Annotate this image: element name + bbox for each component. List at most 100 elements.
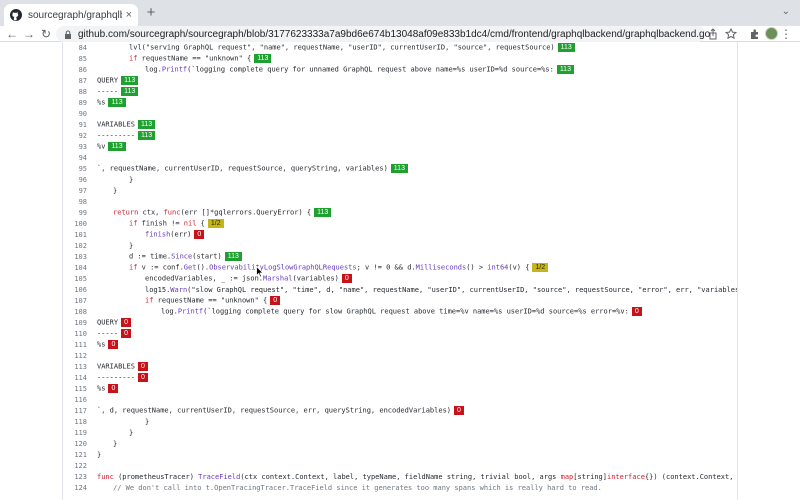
line-number[interactable]: 84: [78, 43, 87, 52]
line-number[interactable]: 122: [74, 461, 87, 470]
line-number[interactable]: 92: [78, 131, 87, 140]
line-number[interactable]: 86: [78, 65, 87, 74]
browser-tab[interactable]: sourcegraph/graphqlbackend/ ×: [4, 4, 138, 26]
line-number[interactable]: 99: [78, 208, 87, 217]
line-number[interactable]: 119: [74, 428, 87, 437]
coverage-badge: 0: [194, 230, 205, 239]
line-number[interactable]: 98: [78, 197, 87, 206]
line-number[interactable]: 123: [74, 472, 87, 481]
code-line: 116: [63, 394, 737, 405]
code-text: ---------0: [87, 373, 148, 382]
profile-avatar[interactable]: [765, 27, 778, 40]
line-number[interactable]: 88: [78, 87, 87, 96]
line-number[interactable]: 96: [78, 175, 87, 184]
coverage-badge: 0: [108, 384, 119, 393]
code-token: log.: [161, 307, 178, 316]
coverage-badge: 113: [557, 43, 575, 52]
back-button[interactable]: ←: [6, 27, 18, 41]
line-number[interactable]: 93: [78, 142, 87, 151]
line-number[interactable]: 109: [74, 318, 87, 327]
line-number[interactable]: 110: [74, 329, 87, 338]
line-number[interactable]: 102: [74, 241, 87, 250]
code-token: }: [129, 428, 134, 437]
code-token: Marshal: [263, 274, 293, 283]
line-number[interactable]: 115: [74, 384, 87, 393]
code-line: 119}: [63, 427, 737, 438]
coverage-badge: 1/2: [532, 263, 549, 272]
line-number[interactable]: 111: [74, 340, 87, 349]
line-number[interactable]: 89: [78, 98, 87, 107]
line-number[interactable]: 104: [74, 263, 87, 272]
line-number[interactable]: 113: [74, 362, 87, 371]
code-token: finish !=: [137, 219, 184, 228]
code-token: %s: [97, 384, 106, 393]
line-number[interactable]: 100: [74, 219, 87, 228]
line-number[interactable]: 118: [74, 417, 87, 426]
line-number[interactable]: 87: [78, 76, 87, 85]
coverage-badge: 0: [341, 274, 352, 283]
code-line: 88-----113: [63, 86, 737, 97]
line-number[interactable]: 120: [74, 439, 87, 448]
line-number[interactable]: 94: [78, 153, 87, 162]
code-token: (err []*gqlerrors.QueryError) {: [180, 208, 312, 217]
line-number[interactable]: 85: [78, 54, 87, 63]
browser-menu-button[interactable]: ⋮: [780, 27, 792, 41]
reload-button[interactable]: ↻: [40, 27, 52, 41]
line-number[interactable]: 91: [78, 120, 87, 129]
code-token: }: [129, 241, 134, 250]
browser-toolbar: ← → ↻ github.com/sourcegraph/sourcegraph…: [0, 26, 800, 42]
extensions-icon[interactable]: [748, 27, 762, 41]
share-icon[interactable]: [706, 27, 720, 41]
code-token: }: [97, 450, 102, 459]
line-number[interactable]: 114: [74, 373, 87, 382]
code-token: QUERY: [97, 318, 119, 327]
code-line: 110-----0: [63, 328, 737, 339]
code-text: log15.Warn("slow GraphQL request", "time…: [87, 286, 737, 294]
code-token: ---------: [97, 373, 135, 382]
line-number[interactable]: 103: [74, 252, 87, 261]
coverage-badge: 113: [556, 65, 574, 74]
line-number[interactable]: 116: [74, 395, 87, 404]
coverage-badge: 113: [108, 142, 126, 151]
line-number[interactable]: 105: [74, 274, 87, 283]
line-number[interactable]: 124: [74, 483, 87, 492]
code-text: d := time.Since(start)113: [87, 252, 242, 261]
code-line: 94: [63, 152, 737, 163]
bookmark-star-icon[interactable]: [724, 27, 738, 41]
line-number[interactable]: 108: [74, 307, 87, 316]
chevron-down-icon[interactable]: ⌄: [781, 6, 790, 17]
coverage-badge: 113: [121, 76, 139, 85]
coverage-badge: 0: [137, 373, 148, 382]
line-number[interactable]: 97: [78, 186, 87, 195]
code-token: %v: [97, 142, 106, 151]
line-number[interactable]: 106: [74, 285, 87, 294]
line-number[interactable]: 90: [78, 109, 87, 118]
line-number[interactable]: 117: [74, 406, 87, 415]
code-token: log.: [145, 65, 162, 74]
line-number[interactable]: 121: [74, 450, 87, 459]
line-number[interactable]: 107: [74, 296, 87, 305]
coverage-badge: 113: [108, 98, 126, 107]
code-text: }: [87, 429, 133, 437]
code-line: 97}: [63, 185, 737, 196]
line-number[interactable]: 95: [78, 164, 87, 173]
line-number[interactable]: 112: [74, 351, 87, 360]
code-text: }: [87, 242, 133, 250]
close-tab-icon[interactable]: ×: [125, 9, 132, 21]
code-token: (err): [170, 230, 192, 239]
forward-button[interactable]: →: [23, 27, 35, 41]
line-number[interactable]: 101: [74, 230, 87, 239]
code-token: (ctx context.Context, label, typeName, f…: [240, 472, 561, 481]
address-bar[interactable]: github.com/sourcegraph/sourcegraph/blob/…: [56, 26, 710, 42]
new-tab-button[interactable]: +: [146, 4, 156, 21]
code-line: 92---------113: [63, 130, 737, 141]
code-line: 95`, requestName, currentUserID, request…: [63, 163, 737, 174]
